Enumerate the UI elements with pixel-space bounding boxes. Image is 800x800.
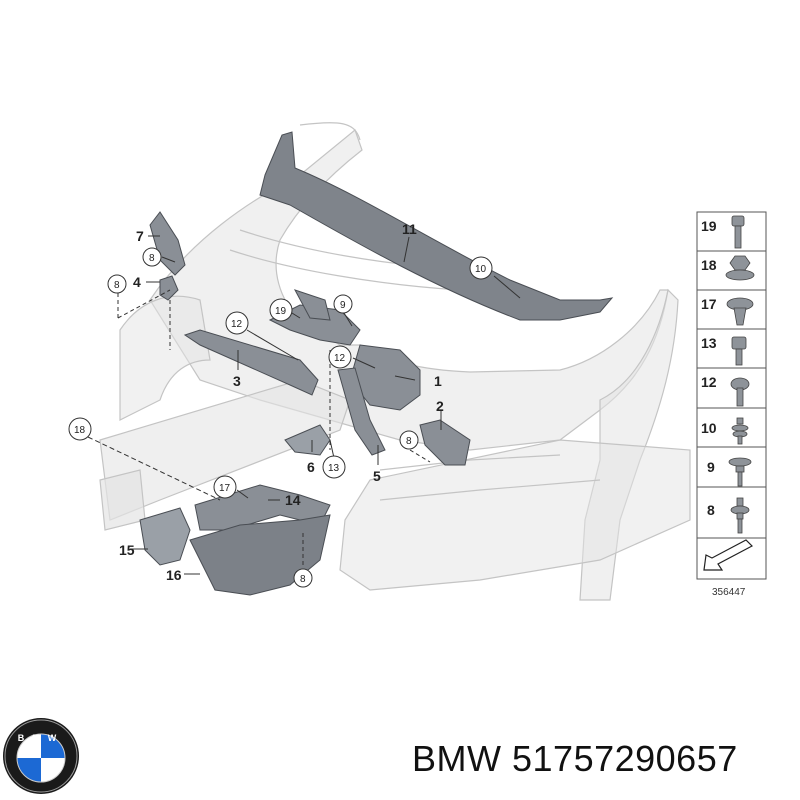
callout-3: 3	[233, 373, 241, 389]
part-number: 51757290657	[512, 738, 738, 779]
legend-item-13: 13	[701, 335, 717, 351]
svg-text:BMW: BMW	[18, 733, 65, 743]
callout-17: 17	[219, 483, 231, 494]
part-2-bracket	[419, 419, 471, 466]
callout-6: 6	[307, 459, 315, 475]
part-6-plate	[284, 424, 331, 456]
legend-item-12: 12	[701, 374, 717, 390]
part-number-caption: BMW 51757290657	[412, 738, 738, 780]
drawing-number: 356447	[712, 587, 746, 598]
legend-item-8: 8	[707, 502, 715, 518]
callout-1: 1	[434, 373, 442, 389]
part-4-bracket	[159, 275, 179, 301]
callout-10: 10	[475, 264, 487, 275]
callout-15: 15	[119, 542, 135, 558]
callout-11: 11	[402, 221, 417, 237]
bolt-12-icon	[730, 377, 750, 407]
bmw-logo: BMW	[3, 718, 79, 794]
callout-12: 12	[231, 319, 243, 330]
part-5-bracket	[337, 367, 386, 456]
legend-item-10: 10	[701, 420, 717, 436]
callout-16: 16	[166, 567, 182, 583]
callout-13: 13	[328, 463, 340, 474]
screw-10-icon	[731, 417, 749, 445]
circled-callout-labels: 8 8 10 9 19 12 12 8 18 13 17 8	[74, 253, 487, 585]
bolt-13-icon	[731, 336, 747, 366]
callout-18: 18	[74, 425, 86, 436]
callout-9: 9	[340, 300, 346, 311]
part-15-cover	[139, 507, 191, 566]
part-3-strut	[183, 329, 319, 396]
brand-name: BMW	[412, 738, 502, 779]
nut-18-icon	[725, 255, 755, 281]
callout-8: 8	[300, 574, 306, 585]
leader-lines	[87, 235, 521, 575]
direction-arrow-icon	[703, 539, 753, 571]
circled-callouts	[68, 247, 493, 588]
callout-7: 7	[136, 228, 144, 244]
callout-19: 19	[275, 306, 287, 317]
screw-8-icon	[730, 497, 750, 534]
callout-4: 4	[133, 274, 141, 290]
callout-12: 12	[334, 353, 346, 364]
callout-8: 8	[406, 436, 412, 447]
callout-14: 14	[285, 492, 301, 508]
callout-5: 5	[373, 468, 381, 484]
callout-2: 2	[436, 398, 444, 414]
plain-callouts: 11 7 4 3 1 2 6 5 14 15 16	[119, 221, 444, 583]
callout-8: 8	[114, 280, 120, 291]
legend-item-19: 19	[701, 218, 717, 234]
legend-item-9: 9	[707, 459, 715, 475]
part-11-cowl-panel	[259, 131, 614, 321]
fastener-legend: 19 18 17 13 12 10 9 8	[696, 211, 767, 580]
legend-item-18: 18	[701, 257, 717, 273]
screw-9-icon	[728, 457, 752, 487]
legend-item-17: 17	[701, 296, 717, 312]
callout-8: 8	[149, 253, 155, 264]
part-19-bracket	[293, 289, 331, 321]
bolt-19-icon	[731, 215, 745, 249]
clip-17-icon	[726, 297, 754, 326]
